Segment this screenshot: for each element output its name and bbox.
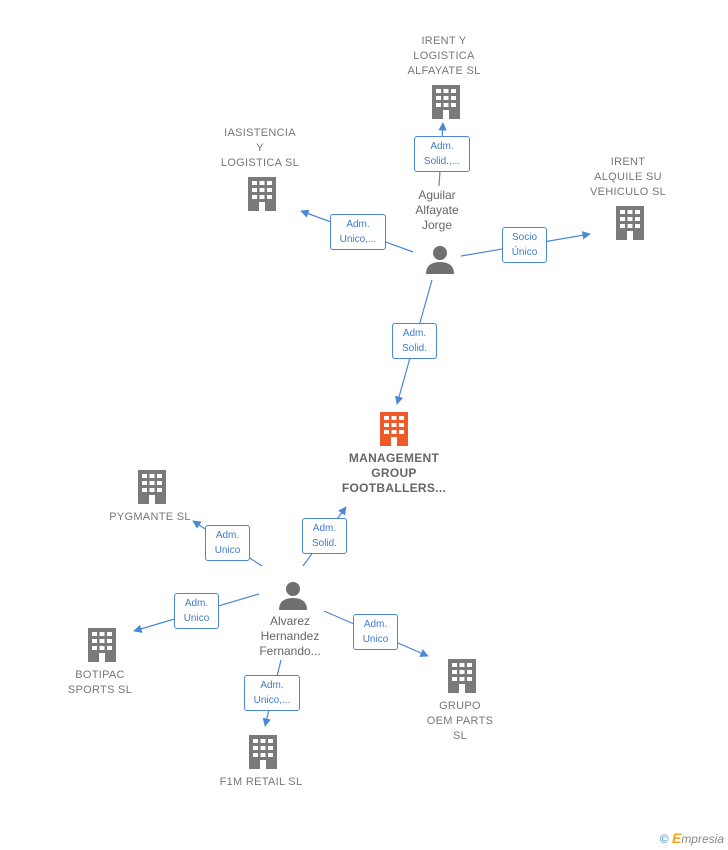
company-label-pygmante[interactable]: PYGMANTE SL	[92, 510, 208, 525]
building-icon-irent-logistica	[432, 85, 460, 119]
building-icon-irent-alquile	[616, 206, 644, 240]
label-line: ALQUILE SU	[594, 171, 662, 183]
label-line: Adm.	[260, 680, 284, 691]
company-label-irent-alquile[interactable]: IRENT ALQUILE SU VEHICULO SL	[570, 155, 686, 200]
label-line: F1M RETAIL SL	[219, 776, 303, 788]
edge-badge-e8: Adm. Unico	[353, 614, 398, 650]
label-line: FOOTBALLERS...	[341, 481, 447, 495]
company-label-botipac[interactable]: BOTIPAC SPORTS SL	[42, 668, 158, 698]
label-line: Adm.	[402, 328, 427, 339]
label-line: Adm.	[363, 619, 388, 630]
label-line: Unico,...	[253, 695, 291, 706]
label-line: Socio	[511, 232, 537, 243]
label-line: Unico,...	[339, 234, 377, 245]
label-line: OEM PARTS	[426, 715, 494, 727]
label-line: LOGISTICA	[413, 50, 475, 62]
edge-badge-e4: Adm. Solid.	[392, 323, 437, 359]
edge-badge-e6: Adm. Solid.	[302, 518, 347, 554]
company-label-irent-logistica[interactable]: IRENT Y LOGISTICA ALFAYATE SL	[386, 34, 502, 79]
company-label-f1m[interactable]: F1M RETAIL SL	[203, 775, 319, 790]
empresia-watermark: © Empresia	[660, 830, 724, 846]
label-line: VEHICULO SL	[589, 186, 667, 198]
building-icon-botipac	[88, 628, 116, 662]
label-line: Adm.	[346, 219, 370, 230]
label-line: Adm.	[215, 530, 240, 541]
company-label-iasistencia[interactable]: IASISTENCIA Y LOGISTICA SL	[202, 126, 318, 171]
label-line: Adm.	[430, 141, 454, 152]
person-icon-aguilar	[426, 246, 454, 274]
label-line: MANAGEMENT	[348, 451, 440, 465]
brand-name: mpresia	[681, 832, 724, 846]
label-line: SL	[452, 730, 468, 742]
label-line: IRENT	[610, 156, 646, 168]
edge-badge-e2: Adm. Unico,...	[330, 214, 386, 250]
label-line: Solid.,...	[423, 156, 461, 167]
person-icon-alvarez	[279, 582, 307, 610]
label-line: Solid.	[401, 343, 427, 354]
building-icon-management	[380, 412, 408, 446]
label-line: LOGISTICA SL	[220, 157, 300, 169]
label-line: GROUP	[371, 466, 417, 480]
label-line: Fernando...	[259, 644, 321, 658]
edge-badge-e9: Adm. Unico,...	[244, 675, 300, 711]
edge-badge-e7: Adm. Unico	[174, 593, 219, 629]
label-line: GRUPO	[439, 700, 481, 712]
label-line: Solid.	[311, 538, 337, 549]
label-line: Adm.	[312, 523, 337, 534]
copyright-icon: ©	[659, 832, 669, 846]
label-line: BOTIPAC	[75, 669, 125, 681]
label-line: SPORTS SL	[67, 684, 133, 696]
label-line: Unico	[362, 634, 389, 645]
edge-badge-e5: Adm. Unico	[205, 525, 250, 561]
edge-badge-e1: Adm. Solid.,...	[414, 136, 470, 172]
label-line: Único	[511, 247, 538, 258]
label-line: Alfayate	[415, 203, 459, 217]
label-line: Unico	[183, 613, 210, 624]
building-icon-grupo-oem	[448, 659, 476, 693]
label-line: Hernandez	[260, 629, 320, 643]
label-line: Adm.	[184, 598, 209, 609]
building-icon-iasistencia	[248, 177, 276, 211]
label-line: Y	[256, 142, 264, 154]
label-line: Alvarez	[269, 614, 310, 628]
label-line: Jorge	[421, 218, 453, 232]
label-line: Aguilar	[418, 188, 456, 202]
label-line: PYGMANTE SL	[109, 511, 191, 523]
company-label-grupo-oem[interactable]: GRUPO OEM PARTS SL	[402, 699, 518, 744]
building-icon-f1m	[249, 735, 277, 769]
label-line: Unico	[214, 545, 241, 556]
label-line: ALFAYATE SL	[407, 65, 481, 77]
label-line: IASISTENCIA	[224, 127, 296, 139]
label-line: IRENT Y	[421, 35, 467, 47]
brand-initial: E	[671, 830, 682, 846]
building-icon-pygmante	[138, 470, 166, 504]
